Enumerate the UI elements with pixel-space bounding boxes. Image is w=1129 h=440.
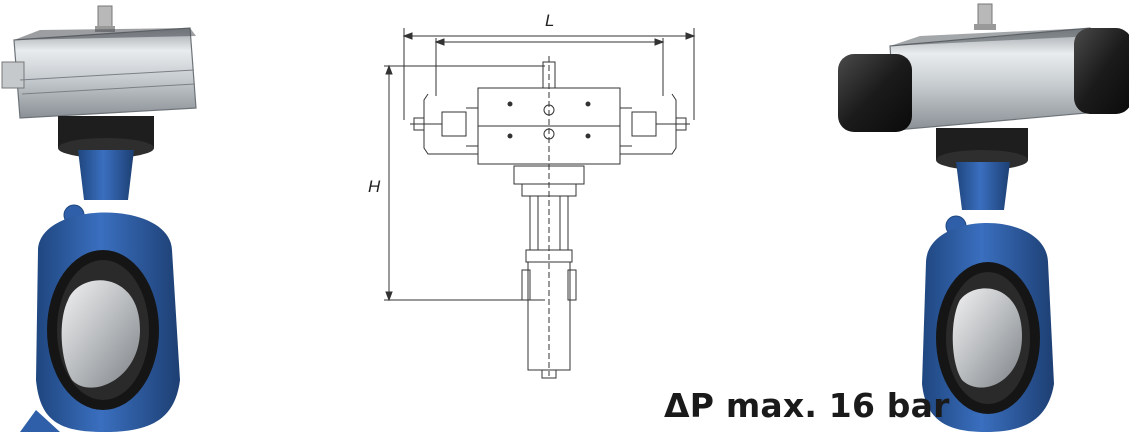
butterfly-valve-double-acting-actuator-icon xyxy=(838,3,1129,432)
dimension-height xyxy=(384,64,545,302)
actuator-outline xyxy=(410,56,690,165)
max-pressure-label: ΔP max. 16 bar xyxy=(664,386,950,425)
left-valve-photo xyxy=(1,5,197,432)
valve-outline xyxy=(513,56,585,379)
right-valve-photo xyxy=(838,3,1129,432)
dimension-length xyxy=(402,28,696,120)
dimension-height-label: H xyxy=(368,177,381,196)
dimension-length-label: L xyxy=(545,11,554,30)
technical-drawing: L H xyxy=(368,11,696,379)
butterfly-valve-single-acting-actuator-icon xyxy=(1,5,197,432)
